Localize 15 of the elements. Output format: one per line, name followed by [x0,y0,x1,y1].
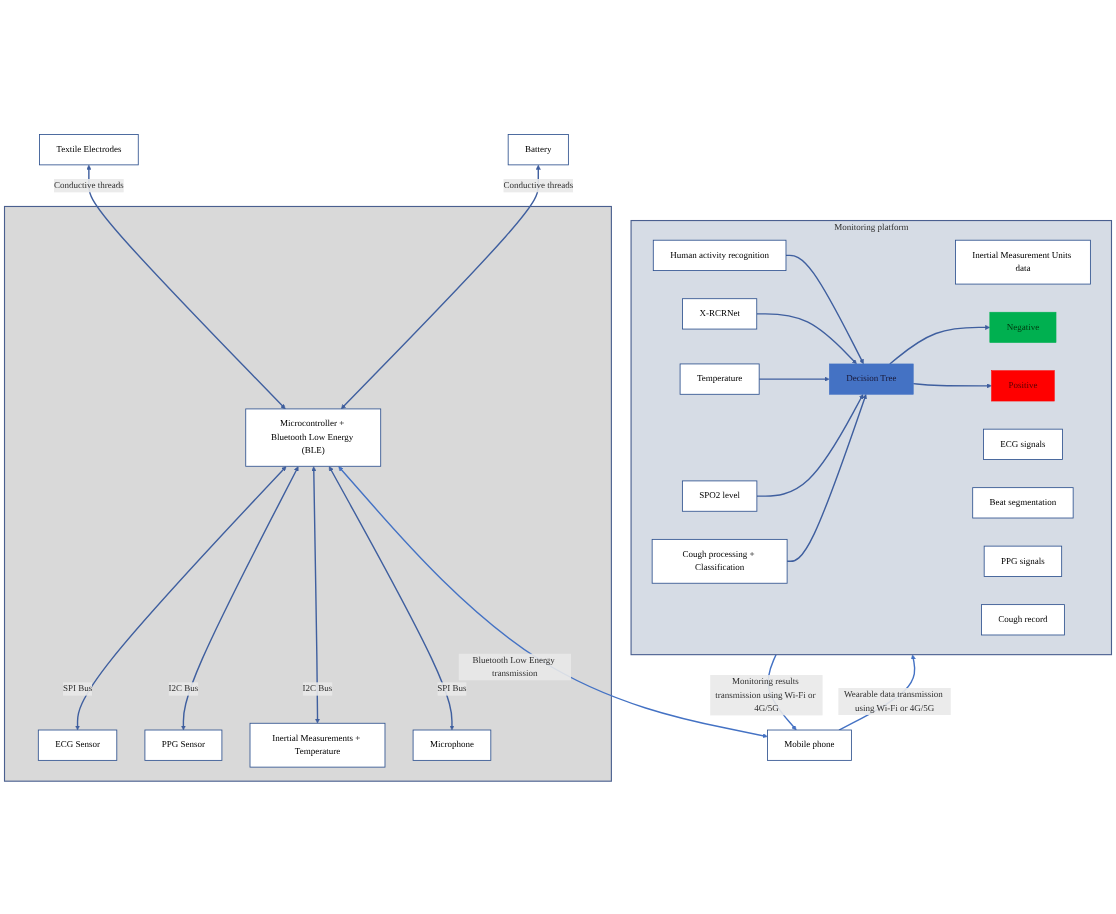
arrow [756,312,857,364]
arrow [786,393,867,562]
arrow [889,324,991,364]
arrow [785,253,864,364]
arrow [75,465,287,730]
arrow [756,393,864,496]
cluster [3,205,612,781]
arrow [758,375,830,381]
arrow [338,465,768,738]
arrow [912,382,992,388]
arrow [180,465,299,730]
arrow [86,164,286,409]
arrow [311,465,320,723]
arrow [340,164,541,409]
arrow [328,465,455,730]
